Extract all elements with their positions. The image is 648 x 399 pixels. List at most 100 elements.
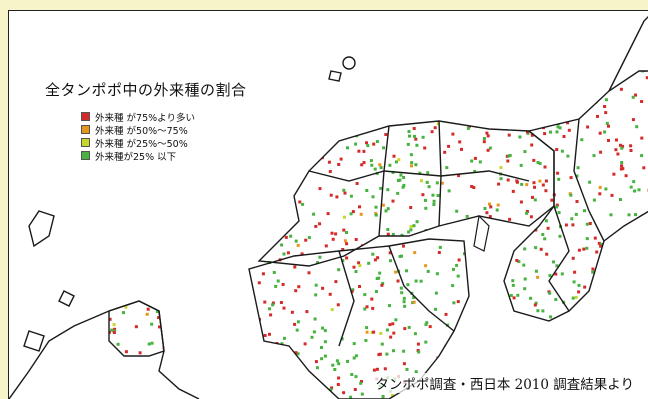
survey-point [513, 296, 516, 299]
survey-point [420, 280, 423, 283]
survey-point [457, 300, 460, 303]
survey-point [292, 83, 295, 86]
survey-point [108, 186, 111, 189]
survey-point [386, 241, 389, 244]
survey-point [575, 213, 578, 216]
survey-point [173, 70, 176, 73]
survey-point [279, 183, 282, 186]
survey-point [406, 283, 409, 286]
survey-point [360, 213, 363, 216]
survey-point [187, 205, 190, 208]
survey-point [457, 275, 460, 278]
survey-point [222, 324, 225, 327]
survey-point [109, 253, 112, 256]
survey-point [193, 340, 196, 343]
survey-point [286, 369, 289, 372]
survey-point [443, 151, 446, 154]
survey-point [490, 282, 493, 285]
survey-point [638, 188, 641, 191]
survey-point [523, 150, 526, 153]
survey-point [356, 182, 359, 185]
survey-point [276, 85, 279, 88]
survey-point [614, 148, 617, 151]
survey-point [357, 261, 360, 264]
survey-point [366, 144, 369, 147]
survey-point [505, 109, 508, 112]
survey-point [198, 229, 201, 232]
survey-point [140, 171, 143, 174]
survey-point [316, 68, 319, 71]
survey-point [140, 372, 143, 375]
survey-point [229, 184, 232, 187]
survey-point [201, 218, 204, 221]
survey-point [402, 350, 405, 353]
survey-point [543, 110, 546, 113]
survey-point [219, 142, 222, 145]
survey-point [119, 204, 122, 207]
survey-point [171, 321, 174, 324]
survey-point [509, 242, 512, 245]
survey-point [344, 96, 347, 99]
survey-point [130, 220, 133, 223]
survey-point [588, 311, 591, 314]
survey-point [270, 391, 273, 394]
survey-point [421, 115, 424, 118]
survey-point [180, 316, 183, 319]
survey-point [358, 285, 361, 288]
survey-point [358, 264, 361, 267]
survey-point [425, 323, 428, 326]
survey-point [184, 354, 187, 357]
survey-point [376, 140, 379, 143]
survey-point [635, 291, 638, 294]
survey-point [227, 323, 230, 326]
survey-point [627, 237, 630, 240]
survey-point [166, 303, 169, 306]
survey-point [370, 87, 373, 90]
survey-point [424, 341, 427, 344]
survey-point [385, 353, 388, 356]
survey-point [111, 360, 114, 363]
survey-point [182, 306, 185, 309]
survey-point [228, 108, 231, 111]
survey-point [499, 166, 502, 169]
survey-point [624, 366, 627, 369]
survey-point [427, 270, 430, 273]
survey-point [308, 236, 311, 239]
survey-point [386, 228, 389, 231]
survey-point [497, 183, 500, 186]
survey-point [196, 376, 199, 379]
survey-point [470, 322, 473, 325]
survey-point [642, 166, 645, 169]
survey-point [607, 125, 610, 128]
survey-point [504, 310, 507, 313]
survey-point [226, 196, 229, 199]
survey-point [632, 180, 635, 183]
survey-point [237, 214, 240, 217]
survey-point [183, 322, 186, 325]
survey-point [156, 264, 159, 267]
survey-point [198, 114, 201, 117]
survey-point [312, 213, 315, 216]
survey-point [230, 204, 233, 207]
survey-point [494, 72, 497, 75]
survey-point [280, 244, 283, 247]
survey-point [289, 139, 292, 142]
survey-point [598, 333, 601, 336]
survey-point [177, 288, 180, 291]
chugoku-shikoku-kinki-map [9, 11, 648, 399]
survey-point [483, 140, 486, 143]
survey-point [195, 211, 198, 214]
survey-point [204, 224, 207, 227]
survey-point [578, 360, 581, 363]
survey-point [212, 351, 215, 354]
survey-point [571, 223, 574, 226]
survey-point [397, 280, 400, 283]
survey-point [490, 323, 493, 326]
survey-point [577, 365, 580, 368]
survey-point [643, 302, 646, 305]
survey-point [272, 364, 275, 367]
survey-point [172, 196, 175, 199]
legend-item: 外来種 が50%〜75% [81, 123, 195, 136]
survey-point [266, 198, 269, 201]
survey-point [320, 346, 323, 349]
